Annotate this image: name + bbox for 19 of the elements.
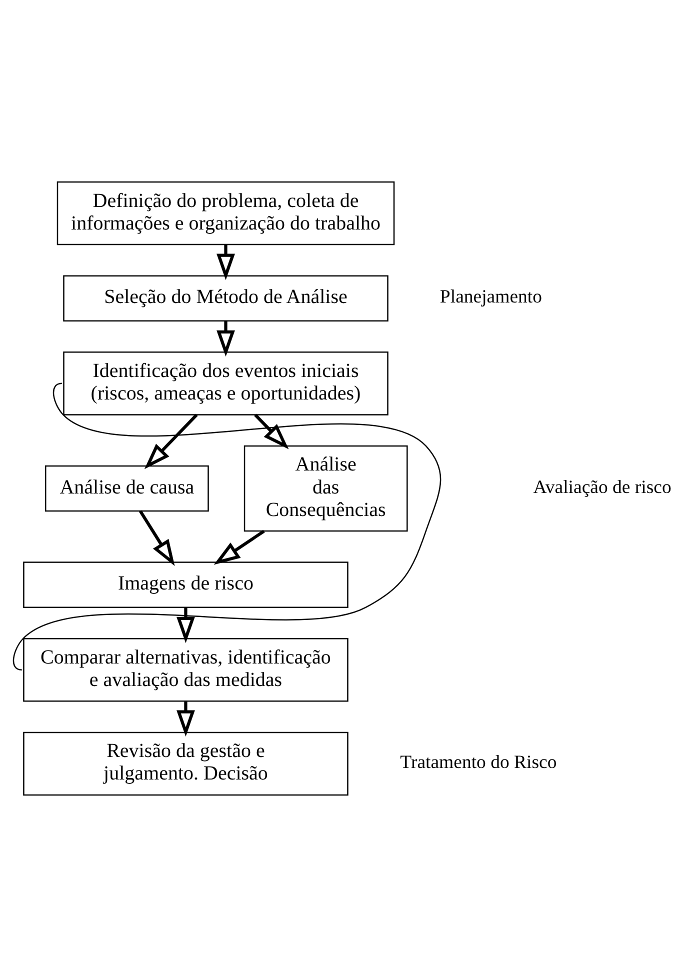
label: Tratamento do Risco: [400, 752, 557, 774]
node-box: Identificação dos eventos iniciais (riscos, ameaças e oportunidades): [63, 352, 388, 416]
node-box: Seleção do Método de Análise: [63, 275, 388, 322]
arrow: [216, 321, 235, 357]
arrow: [216, 244, 235, 280]
node-box: Definição do problema, coleta de informações e organização do trabalho: [56, 181, 395, 246]
arrow: [138, 510, 175, 566]
node-box: Comparar alternativas, identificação e avaliação das medidas: [23, 638, 348, 702]
arrow: [176, 702, 195, 737]
node-box: Imagens de risco: [23, 562, 348, 608]
arrow: [214, 530, 265, 565]
label: Planejamento: [440, 286, 542, 308]
node-box: Análise de causa: [45, 465, 209, 512]
label: Avaliação de risco: [533, 476, 672, 498]
node-box: Análise das Consequências: [244, 445, 408, 532]
arrow: [144, 414, 198, 470]
arrow: [254, 414, 289, 450]
node-box: Revisão da gestão e julgamento. Decisão: [23, 732, 348, 796]
arrow: [176, 608, 195, 644]
